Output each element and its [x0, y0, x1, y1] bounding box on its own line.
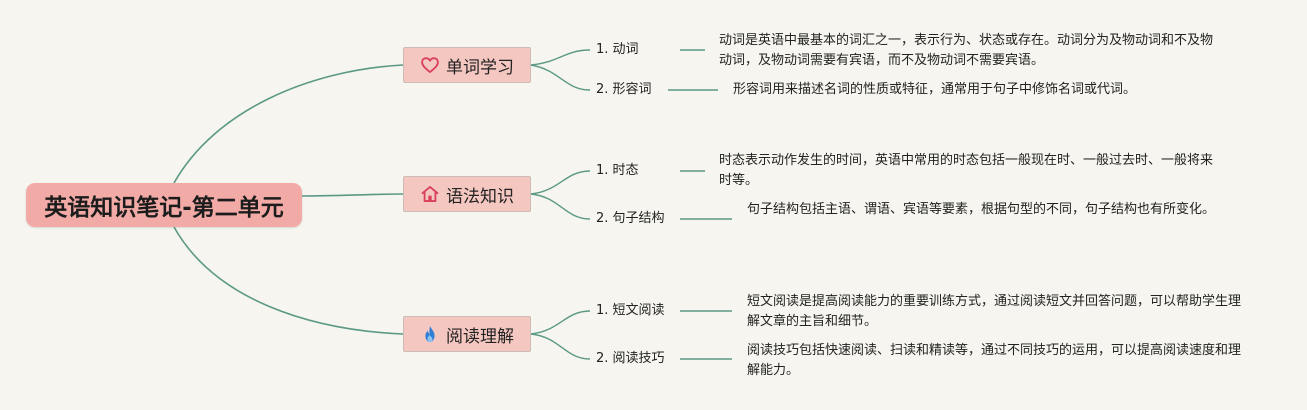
- desc-adjective: 形容词用来描述名词的性质或特征，通常用于句子中修饰名词或代词。: [733, 82, 1137, 97]
- link-b1-leaf-2: [530, 64, 591, 91]
- root-node[interactable]: 英语知识笔记-第二单元: [26, 183, 302, 227]
- link-root-branch-2: [301, 193, 404, 197]
- desc-reading-skills: 阅读技巧包括快速阅读、扫读和精读等，通过不同技巧的运用，可以提高阅读速度和理解能…: [747, 343, 1242, 378]
- desc-short-passage: 短文阅读是提高阅读能力的重要训练方式，通过阅读短文并回答问题，可以帮助学生理解文…: [747, 294, 1242, 329]
- link-b2-leaf-1: [530, 170, 591, 195]
- heart-icon: [420, 55, 440, 75]
- leaf-tense[interactable]: 1. 时态: [596, 163, 639, 178]
- desc-sentence-structure: 句子结构包括主语、谓语、宾语等要素，根据句型的不同，句子结构也有所变化。: [747, 202, 1216, 217]
- home-icon: [420, 184, 440, 204]
- branch-node-grammar[interactable]: 语法知识: [403, 176, 531, 212]
- link-b1-leaf-1: [530, 49, 591, 66]
- branch-label: 阅读理解: [446, 326, 514, 347]
- leaf-verb[interactable]: 1. 动词: [596, 42, 639, 57]
- link-root-branch-1: [173, 64, 404, 184]
- desc-tense: 时态表示动作发生的时间，英语中常用的时态包括一般现在时、一般过去时、一般将来时等…: [719, 153, 1214, 188]
- root-title: 英语知识笔记-第二单元: [44, 195, 284, 221]
- desc-verb: 动词是英语中最基本的词汇之一，表示行为、状态或存在。动词分为及物动词和不及物动词…: [719, 33, 1214, 68]
- branch-label: 语法知识: [446, 186, 514, 207]
- leaf-reading-skills[interactable]: 2. 阅读技巧: [596, 351, 665, 366]
- flame-icon: [420, 324, 440, 344]
- link-root-branch-3: [173, 226, 404, 335]
- branch-node-reading[interactable]: 阅读理解: [403, 316, 531, 352]
- branch-node-vocabulary[interactable]: 单词学习: [403, 47, 531, 83]
- link-b3-leaf-2: [530, 333, 591, 360]
- leaf-sentence-structure[interactable]: 2. 句子结构: [596, 211, 665, 226]
- link-b2-leaf-2: [530, 193, 591, 220]
- leaf-short-passage[interactable]: 1. 短文阅读: [596, 303, 665, 318]
- link-b3-leaf-1: [530, 310, 591, 335]
- branch-label: 单词学习: [446, 57, 514, 78]
- leaf-adjective[interactable]: 2. 形容词: [596, 82, 652, 97]
